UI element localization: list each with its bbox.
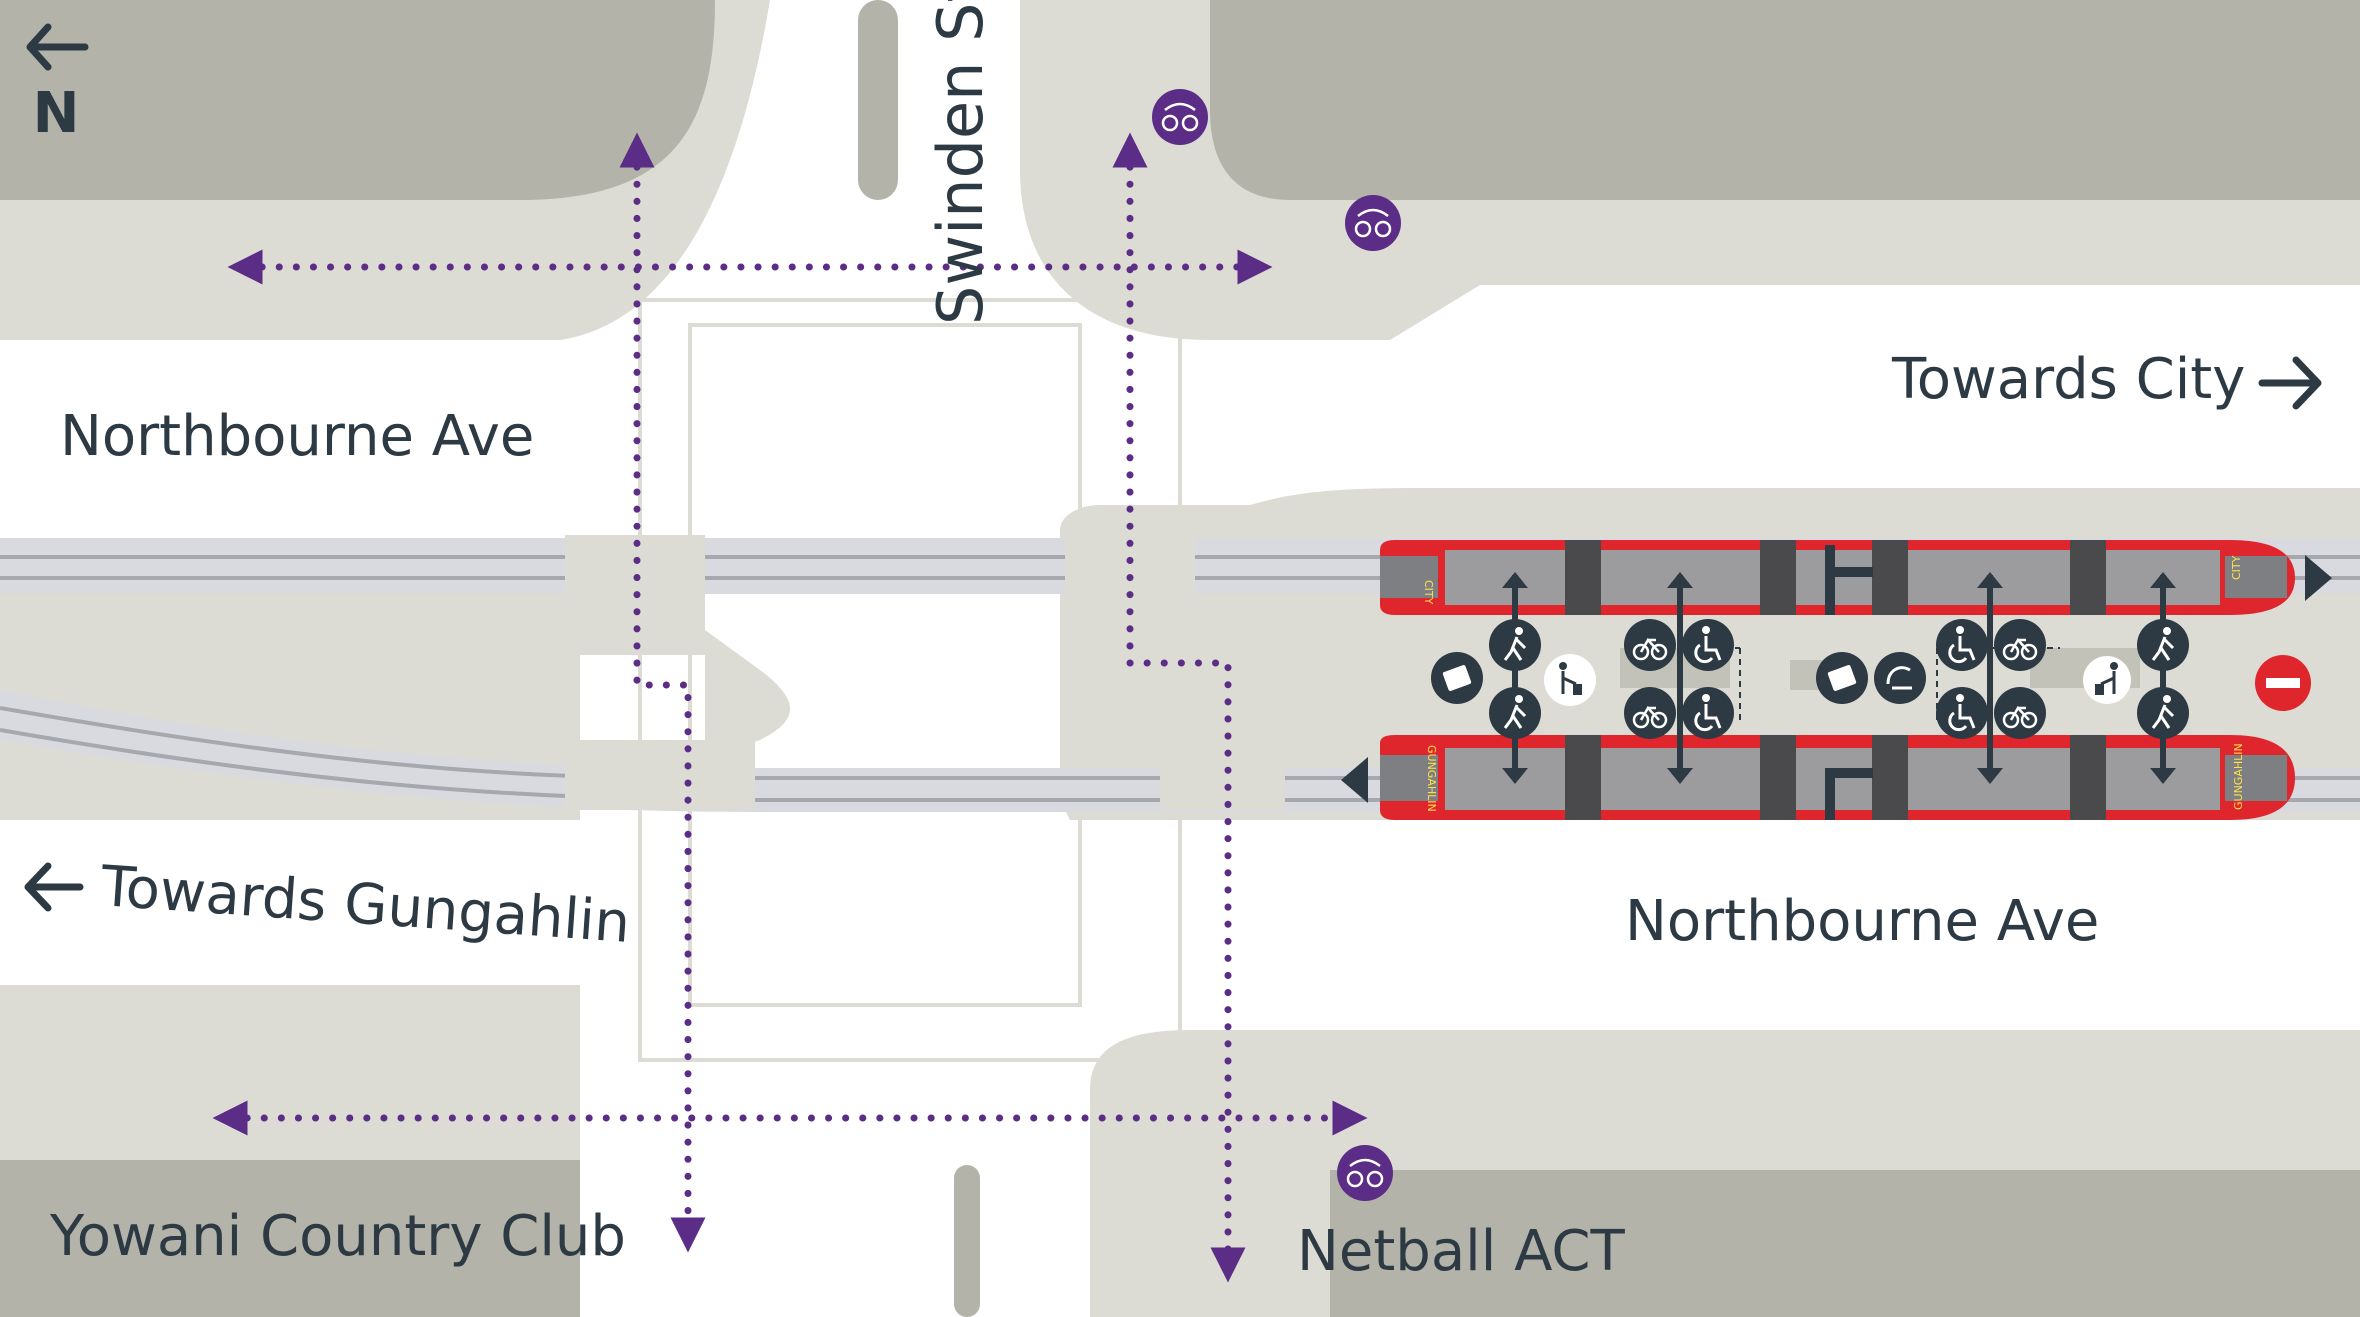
bike-parking-icon bbox=[1152, 89, 1208, 145]
pedestrian-icon bbox=[1489, 619, 1541, 671]
wheelchair-icon bbox=[1682, 619, 1734, 671]
bike-parking-icon bbox=[1337, 1145, 1393, 1201]
arrow-right-icon bbox=[2258, 356, 2322, 410]
tram-direction-arrow-icon bbox=[1341, 757, 1368, 803]
place-label-yowani: Yowani Country Club bbox=[49, 1204, 626, 1269]
compass: N bbox=[26, 23, 89, 146]
bin-icon bbox=[1544, 654, 1596, 706]
bicycle-icon bbox=[1624, 619, 1676, 671]
tram-destination-label: CITY bbox=[2230, 555, 2243, 580]
arrow-down-icon bbox=[2150, 768, 2176, 784]
bike-parking-icon bbox=[1345, 195, 1401, 251]
arrow-up-icon bbox=[1977, 572, 2003, 588]
kerb-island-north bbox=[858, 0, 898, 200]
wheelchair-icon bbox=[1936, 619, 1988, 671]
pedestrian-icon bbox=[2137, 619, 2189, 671]
tram-destination-label: GUNGAHLIN bbox=[2232, 743, 2245, 810]
wheelchair-icon bbox=[1936, 687, 1988, 739]
bicycle-icon bbox=[1624, 687, 1676, 739]
street-label-swinden: Swinden St bbox=[924, 0, 997, 325]
arrow-up-icon bbox=[2150, 572, 2176, 588]
arrow-down-icon bbox=[1502, 768, 1528, 784]
ticket-machine-icon bbox=[1431, 652, 1483, 704]
tram-destination-label: GUNGAHLIN bbox=[1425, 745, 1438, 812]
arrow-up-icon bbox=[1667, 572, 1693, 588]
bicycle-icon bbox=[1994, 687, 2046, 739]
tram-destination-label: CITY bbox=[1422, 580, 1435, 605]
road-label-south: Northbourne Ave bbox=[1625, 889, 2099, 954]
ticket-machine-icon bbox=[1816, 652, 1868, 704]
north-letter: N bbox=[33, 81, 80, 146]
bin-icon bbox=[2083, 656, 2131, 704]
arrow-down-icon bbox=[1977, 768, 2003, 784]
no-entry-icon bbox=[2255, 655, 2311, 711]
tram-direction-arrow-icon bbox=[2305, 555, 2332, 601]
pedestrian-icon bbox=[2137, 687, 2189, 739]
help-point-icon bbox=[1874, 652, 1926, 704]
wheelchair-icon bbox=[1682, 687, 1734, 739]
pedestrian-icon bbox=[1489, 687, 1541, 739]
road-label-north: Northbourne Ave bbox=[60, 404, 534, 469]
walking-routes bbox=[212, 132, 1368, 1283]
kerb-island-south bbox=[954, 1165, 980, 1317]
direction-label-city: Towards City bbox=[1891, 347, 2245, 412]
north-arrow-icon bbox=[26, 23, 89, 71]
arrow-up-icon bbox=[1502, 572, 1528, 588]
walking-route bbox=[1112, 132, 1246, 1283]
arrow-left-icon bbox=[24, 862, 84, 912]
arrow-down-icon bbox=[1667, 768, 1693, 784]
tram-city: CITY CITY bbox=[1380, 540, 2332, 615]
tram-gungahlin: GUNGAHLIN GUNGAHLIN bbox=[1341, 735, 2295, 820]
bicycle-icon bbox=[1994, 619, 2046, 671]
place-label-netball: Netball ACT bbox=[1297, 1219, 1626, 1284]
